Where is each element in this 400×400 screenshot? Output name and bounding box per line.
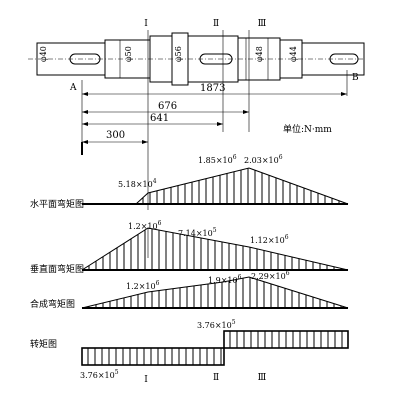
combined-moment-diagram: 合成弯矩图 1.2×106 1.9×106 2.29×106 (30, 270, 349, 310)
torque-diagram: 转矩图 3.76×105 3.76×105 (30, 319, 349, 380)
horizontal-value-3: 2.03×106 (244, 154, 283, 165)
vertical-moment-diagram: 垂直面弯矩图 1.2×106 7.14×105 1.12×106 (30, 220, 349, 275)
torque-block-left (81, 347, 225, 366)
vertical-moment-curve (81, 227, 349, 271)
horizontal-moment-diagram: 水平面弯矩图 5.18×104 1.85×106 2.03×106 (30, 154, 349, 210)
diameter-label-4: φ48 (255, 46, 264, 62)
combined-moment-label: 合成弯矩图 (30, 298, 75, 310)
keyway-left (69, 53, 101, 65)
vertical-value-1: 1.2×106 (128, 220, 162, 231)
dimension-300: 300 (106, 130, 125, 141)
shaft-drawing: φ40 φ50 φ56 φ48 φ44 Ⅰ Ⅱ Ⅲ A B (28, 19, 365, 93)
point-b-label: B (352, 73, 359, 83)
dimension-641: 641 (150, 113, 169, 124)
horizontal-hatch (142, 168, 347, 204)
horizontal-moment-label: 水平面弯矩图 (30, 198, 84, 210)
dimension-lines: 1873 676 641 300 (81, 83, 347, 155)
dimension-676: 676 (158, 101, 177, 112)
section-marker-bottom-3: Ⅲ (258, 373, 267, 383)
torque-label: 转矩图 (30, 338, 57, 350)
keyway-middle (199, 53, 233, 65)
combined-moment-curve (81, 276, 349, 309)
horizontal-moment-curve (135, 167, 349, 205)
section-marker-bottom-1: Ⅰ (144, 375, 148, 385)
section-marker-3: Ⅲ (258, 19, 267, 29)
combined-value-1: 1.2×106 (126, 280, 160, 291)
torque-value-bottom: 3.76×105 (80, 369, 119, 380)
vertical-value-3: 1.12×106 (250, 234, 289, 245)
diameter-label-1: φ40 (39, 46, 48, 62)
diameter-label-5: φ44 (289, 46, 298, 62)
torque-value-top: 3.76×105 (197, 319, 236, 330)
vertical-hatch (88, 228, 342, 270)
diameter-label-3: φ56 (174, 46, 183, 62)
vertical-moment-label: 垂直面弯矩图 (30, 263, 84, 275)
section-marker-1: Ⅰ (144, 19, 148, 29)
section-marker-2: Ⅱ (213, 19, 219, 29)
dimension-1873: 1873 (200, 83, 225, 94)
section-markers-bottom: Ⅰ Ⅱ Ⅲ (144, 373, 266, 385)
horizontal-value-2: 1.85×106 (198, 154, 237, 165)
reference-lines (81, 30, 348, 258)
combined-hatch (88, 277, 342, 308)
shaft-end-right (301, 42, 365, 76)
horizontal-value-1: 5.18×104 (118, 178, 157, 189)
unit-label: 单位:N·mm (283, 123, 332, 135)
combined-value-2: 1.9×106 (208, 274, 242, 285)
torque-hatch (87, 331, 343, 365)
point-a-label: A (69, 83, 77, 93)
vertical-value-2: 7.14×105 (178, 227, 217, 238)
section-marker-bottom-2: Ⅱ (213, 373, 219, 383)
combined-value-3: 2.29×106 (251, 270, 290, 281)
keyway-right (329, 53, 359, 65)
diameter-label-2: φ50 (124, 46, 133, 62)
